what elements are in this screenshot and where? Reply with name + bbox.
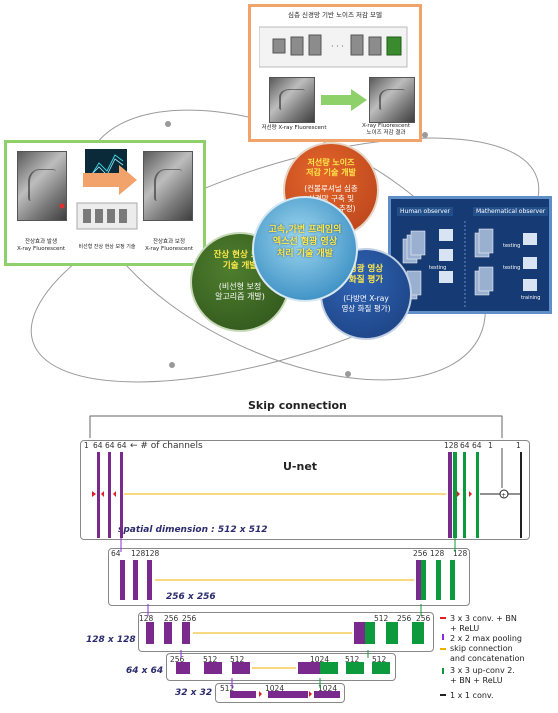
ch-r1-0: 128	[444, 441, 459, 450]
ch-l4-0: 256	[170, 655, 185, 664]
dim-level-1: spatial dimension : 512 x 512	[118, 525, 268, 535]
upconv-arrows	[319, 538, 456, 688]
channels-note: ← # of channels	[130, 441, 203, 451]
svg-text:+: +	[501, 492, 506, 499]
ch-l3-2: 256	[182, 614, 197, 623]
ch-l1-2: 64	[105, 441, 115, 450]
unet-level-3	[138, 612, 434, 652]
ch-l5-1: 1024	[265, 684, 285, 693]
ch-l3-0: 128	[139, 614, 154, 623]
dim-level-3: 128 x 128	[86, 635, 136, 645]
ch-r2-0: 256	[413, 549, 428, 558]
dim-level-2: 256 x 256	[166, 592, 216, 602]
lag-caption-left: 잔상효과 발생 X-ray Fluorescent	[16, 239, 66, 252]
svg-text:· · ·: · · ·	[331, 42, 344, 51]
ch-l4-1: 512	[203, 655, 218, 664]
legend-1x1-icon	[440, 694, 446, 696]
ch-l5-2: 1024	[318, 684, 338, 693]
ch-l2-1: 128	[131, 549, 146, 558]
ch-l3-1: 256	[164, 614, 179, 623]
ch-r1-3: 1	[488, 441, 493, 450]
center-circle-text: 고속,가변 프레임의 엑스선 형광 영상 처리 기술 개발	[268, 225, 342, 260]
ch-r4-1: 512	[345, 655, 360, 664]
low-dose-xray-image	[269, 77, 315, 123]
dim-level-4: 64 x 64	[126, 666, 164, 676]
ch-r2-1: 128	[430, 549, 445, 558]
legend-conv-icon	[440, 617, 446, 619]
ch-l1-3: 64	[117, 441, 127, 450]
ch-l1-1: 64	[93, 441, 103, 450]
legend-conv-text: 3 x 3 conv. + BN + ReLU	[450, 614, 517, 633]
lag-caption-mid: 비선형 잔상 현상 보정 기술	[78, 244, 136, 250]
math-observer-label: Mathematical observer	[473, 207, 549, 216]
ch-l4-2: 512	[230, 655, 245, 664]
ch-r4-2: 512	[372, 655, 387, 664]
legend-1x1-text: 1 x 1 conv.	[450, 691, 494, 700]
correction-pipeline-graphic	[76, 202, 138, 230]
ch-r3-0: 512	[374, 614, 389, 623]
orange-arrow	[83, 165, 137, 195]
lag-artifact-marker	[59, 203, 65, 209]
noise-model-title: 심층 신경망 기반 노이즈 저감 모델	[287, 11, 383, 19]
ch-r3-1: 256	[397, 614, 412, 623]
skip-connection-title: Skip connection	[248, 399, 347, 412]
denoised-xray-image	[369, 77, 415, 123]
noise-circle-title: 저선량 노이즈 저감 기술 개발	[306, 158, 356, 178]
unet-title: U-net	[283, 460, 318, 473]
unet-level-2	[108, 548, 470, 606]
legend-skip-icon	[440, 648, 446, 650]
quality-circle-title: 형광 영상 화질 평가	[348, 264, 384, 286]
legend-skip-text: skip connection and concatenation	[450, 644, 525, 663]
legend-pool-icon	[442, 634, 444, 640]
pooling-arrows	[120, 538, 233, 688]
ch-r1-4: 1	[516, 441, 521, 450]
noise-reduction-panel: 심층 신경망 기반 노이즈 저감 모델 · · · 저선량 X-ray Fluo…	[248, 4, 422, 142]
corrected-xray-image	[143, 151, 193, 221]
noise-caption-left: 저선량 X-ray Fluorescent	[261, 125, 327, 131]
green-arrow	[321, 89, 367, 111]
testing-label-2: testing	[503, 243, 521, 249]
ch-l2-0: 64	[111, 549, 121, 558]
testing-label-3: testing	[503, 265, 521, 271]
level1-decoder-blocks	[448, 452, 479, 538]
ch-l1-0: 1	[84, 441, 89, 450]
level1-encoder-blocks	[97, 452, 123, 538]
ch-r4-0: 1024	[310, 655, 330, 664]
dim-level-5: 32 x 32	[175, 688, 213, 698]
legend-upconv-text: 3 x 3 up-conv 2. + BN + ReLU	[450, 666, 515, 685]
cnn-model-graphic: · · ·	[259, 26, 408, 68]
lag-xray-image	[17, 151, 67, 221]
training-label: training	[521, 295, 541, 301]
lag-circle-body: (비선형 보정 알고리즘 개발)	[215, 282, 265, 302]
lag-correction-panel: 잔상효과 발생 X-ray Fluorescent 비선형 잔상 현상 보정 기…	[4, 140, 206, 266]
ch-r1-2: 64	[472, 441, 482, 450]
ch-r3-2: 256	[416, 614, 431, 623]
ch-r1-1: 64	[460, 441, 470, 450]
lag-caption-right: 잔상효과 보정 X-ray Fluorescent	[144, 239, 194, 252]
ch-l5-0: 512	[220, 684, 235, 693]
legend-pool-text: 2 x 2 max pooling	[450, 634, 522, 643]
level1-conv-arrows	[86, 491, 472, 497]
legend-upconv-icon	[442, 668, 444, 674]
quality-circle-body: (다방면 X-ray 영상 화질 평가)	[341, 294, 391, 313]
ch-l2-2: 128	[145, 549, 160, 558]
skip-bracket	[89, 415, 503, 438]
noise-caption-right: X-ray Fluorescent 노이즈 저감 결과	[361, 123, 411, 136]
ch-r2-2: 128	[453, 549, 468, 558]
testing-label-1: testing	[429, 265, 447, 271]
circle-center-main: 고속,가변 프레임의 엑스선 형광 영상 처리 기술 개발	[252, 196, 358, 302]
human-observer-label: Human observer	[397, 207, 454, 216]
